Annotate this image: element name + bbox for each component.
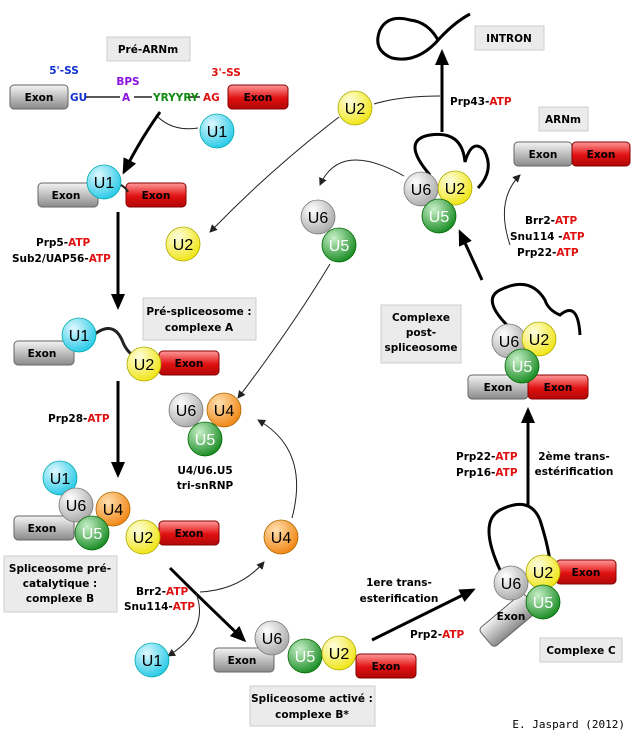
brr2-factor-right: Brr2-ATP: [525, 215, 578, 227]
complex-b-label-1: Spliceosome pré-: [9, 563, 111, 575]
u6-post-lower: U6: [499, 334, 520, 351]
u4-tri: U4: [214, 403, 235, 420]
complex-b-star-label-1: Spliceosome activé :: [251, 693, 373, 705]
ag-label: AG: [203, 92, 220, 104]
exon-6-label: Exon: [175, 358, 204, 370]
prp22-factor-lower: Prp22-ATP: [456, 451, 518, 463]
exon-1-label: Exon: [25, 92, 54, 104]
post-spliceosome-label-3: spliceosome: [384, 342, 457, 354]
u2-released: U2: [345, 101, 366, 118]
trans2-label-2: estérification: [535, 466, 614, 478]
trans1-label-1: 1ere trans-: [366, 577, 432, 589]
prp5-factor: Prp5-ATP: [36, 237, 91, 249]
tri-snrnp-label-1: U4/U6.U5: [177, 465, 232, 477]
u5-complex-c: U5: [533, 595, 554, 612]
exon-4-label: Exon: [142, 190, 171, 202]
complex-c-label: Complexe C: [546, 645, 616, 657]
u6-post-upper: U6: [411, 182, 432, 199]
u2-complex-b-star: U2: [329, 646, 350, 663]
u2-post-lower: U2: [529, 332, 550, 349]
branch-a-label: A: [122, 92, 131, 104]
exon-13-label: Exon: [484, 382, 513, 394]
u1-step2: U1: [94, 175, 115, 192]
exon-8-label: Exon: [175, 528, 204, 540]
u2-complex-a: U2: [134, 357, 155, 374]
exon-10-label: Exon: [372, 661, 401, 673]
u5-post-upper: U5: [429, 209, 450, 226]
credit-label: E. Jaspard (2012): [512, 718, 625, 731]
tri-snrnp-label-2: tri-snRNP: [177, 480, 234, 492]
trans2-label-1: 2ème trans-: [538, 451, 610, 463]
u4-released: U4: [271, 530, 292, 547]
u5-released: U5: [329, 238, 350, 255]
u5-tri: U5: [195, 432, 216, 449]
exon-15-label: Exon: [529, 149, 558, 161]
u6-complex-b-star: U6: [262, 631, 283, 648]
u1-complex-a: U1: [69, 328, 90, 345]
five-prime-ss-label: 5'-SS: [49, 65, 79, 77]
exon-3-label: Exon: [52, 190, 81, 202]
prp43-factor: Prp43-ATP: [450, 96, 512, 108]
u2-free-mid: U2: [173, 237, 194, 254]
exon-11-label: Exon: [497, 611, 526, 623]
bps-label: BPS: [116, 76, 139, 88]
u2-complex-c: U2: [533, 565, 554, 582]
intron-lariat: [376, 12, 471, 61]
gu-label: GU: [70, 92, 87, 104]
u5-complex-b: U5: [82, 526, 103, 543]
u1-released: U1: [142, 653, 163, 670]
snu114-factor-left: Snu114-ATP: [124, 601, 195, 613]
yryyry-label: YRYYRY: [152, 92, 199, 104]
intron-label: INTRON: [486, 33, 532, 45]
complex-a-label-2: complexe A: [165, 322, 234, 334]
prp22-factor-upper: Prp22-ATP: [517, 247, 579, 259]
post-spliceosome-label-2: post-: [406, 327, 436, 339]
exon-12-label: Exon: [572, 567, 601, 579]
u1-free-top: U1: [207, 124, 228, 141]
u5-complex-b-star: U5: [295, 649, 316, 666]
exon-2-label: Exon: [244, 92, 273, 104]
pre-mrna-label: Pré-ARNm: [118, 44, 178, 56]
complex-b-label-2: catalytique :: [23, 578, 97, 590]
prp16-factor: Prp16-ATP: [456, 467, 518, 479]
sub2-factor: Sub2/UAP56-ATP: [12, 253, 111, 265]
exon-16-label: Exon: [587, 149, 616, 161]
exon-5-label: Exon: [28, 348, 57, 360]
three-prime-ss-label: 3'-SS: [211, 67, 241, 79]
prp28-factor: Prp28-ATP: [48, 413, 110, 425]
complex-a-label-1: Pré-spliceosome :: [146, 306, 251, 318]
trans1-label-2: esterification: [360, 593, 439, 605]
exon-14-label: Exon: [544, 382, 573, 394]
prp2-factor: Prp2-ATP: [410, 629, 465, 641]
u4-complex-b: U4: [103, 502, 124, 519]
snu114-factor-right: Snu114 -ATP: [510, 231, 585, 243]
u6-tri: U6: [176, 403, 197, 420]
exon-7-label: Exon: [28, 523, 57, 535]
post-spliceosome-label-1: Complexe: [392, 312, 450, 324]
mrna-label: ARNm: [545, 114, 581, 126]
u6-complex-c: U6: [501, 576, 522, 593]
u6-released: U6: [308, 210, 329, 227]
complex-b-star-label-2: complexe B*: [275, 709, 349, 721]
complex-b-label-3: complexe B: [26, 593, 94, 605]
exon-9-label: Exon: [228, 655, 257, 667]
u2-post-upper: U2: [445, 181, 466, 198]
u6-complex-b: U6: [66, 498, 87, 515]
brr2-factor-left: Brr2-ATP: [136, 586, 189, 598]
u2-complex-b: U2: [133, 530, 154, 547]
u1-complex-b: U1: [50, 471, 71, 488]
u5-post-lower: U5: [512, 359, 533, 376]
